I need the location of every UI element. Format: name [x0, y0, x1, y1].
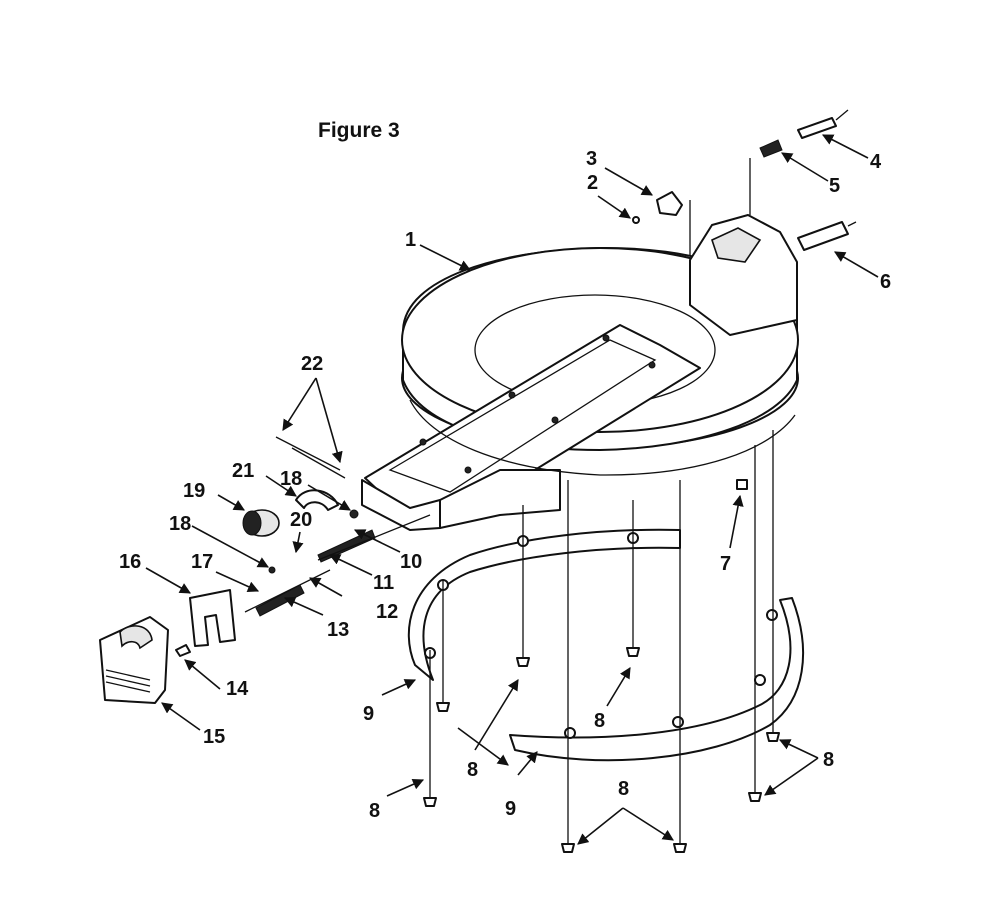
pins-and-spring: [689, 109, 857, 255]
assembly-lines: [429, 430, 774, 846]
callout-8: 8: [594, 710, 605, 732]
callout-10: 10: [400, 551, 422, 573]
callout-9: 9: [363, 703, 374, 725]
knob-part: [632, 191, 683, 224]
callout-4: 4: [870, 151, 882, 173]
leader-arrows: [145, 134, 879, 845]
callout-14: 14: [226, 678, 249, 700]
callout-8: 8: [467, 759, 478, 781]
callout-7: 7: [720, 553, 731, 575]
callout-20: 20: [290, 509, 312, 531]
callout-17: 17: [191, 551, 213, 573]
callout-9: 9: [505, 798, 516, 820]
figure-title: Figure 3: [318, 119, 400, 142]
callout-8: 8: [369, 800, 380, 822]
callout-2: 2: [587, 172, 598, 194]
lock-assembly: [99, 436, 431, 704]
callout-18: 18: [280, 468, 302, 490]
callout-5: 5: [829, 175, 840, 197]
callout-19: 19: [183, 480, 205, 502]
screws: [423, 479, 780, 853]
callout-8: 8: [618, 778, 629, 800]
miter-scale-segments: [407, 528, 805, 762]
callout-labels: 1 2 3 4 5 6 7 8 8 8 8 8 9 9 10 11 12 13 …: [119, 148, 891, 822]
table-top-part: [361, 214, 799, 531]
callout-13: 13: [327, 619, 349, 641]
callout-1: 1: [405, 229, 416, 251]
callout-18: 18: [169, 513, 191, 535]
callout-3: 3: [586, 148, 597, 170]
callout-6: 6: [880, 271, 891, 293]
callout-11: 11: [373, 572, 394, 594]
callout-16: 16: [119, 551, 141, 573]
callout-22: 22: [301, 353, 323, 375]
callout-8: 8: [823, 749, 834, 771]
callout-12: 12: [376, 601, 398, 623]
callout-15: 15: [203, 726, 225, 748]
callout-21: 21: [232, 460, 254, 482]
